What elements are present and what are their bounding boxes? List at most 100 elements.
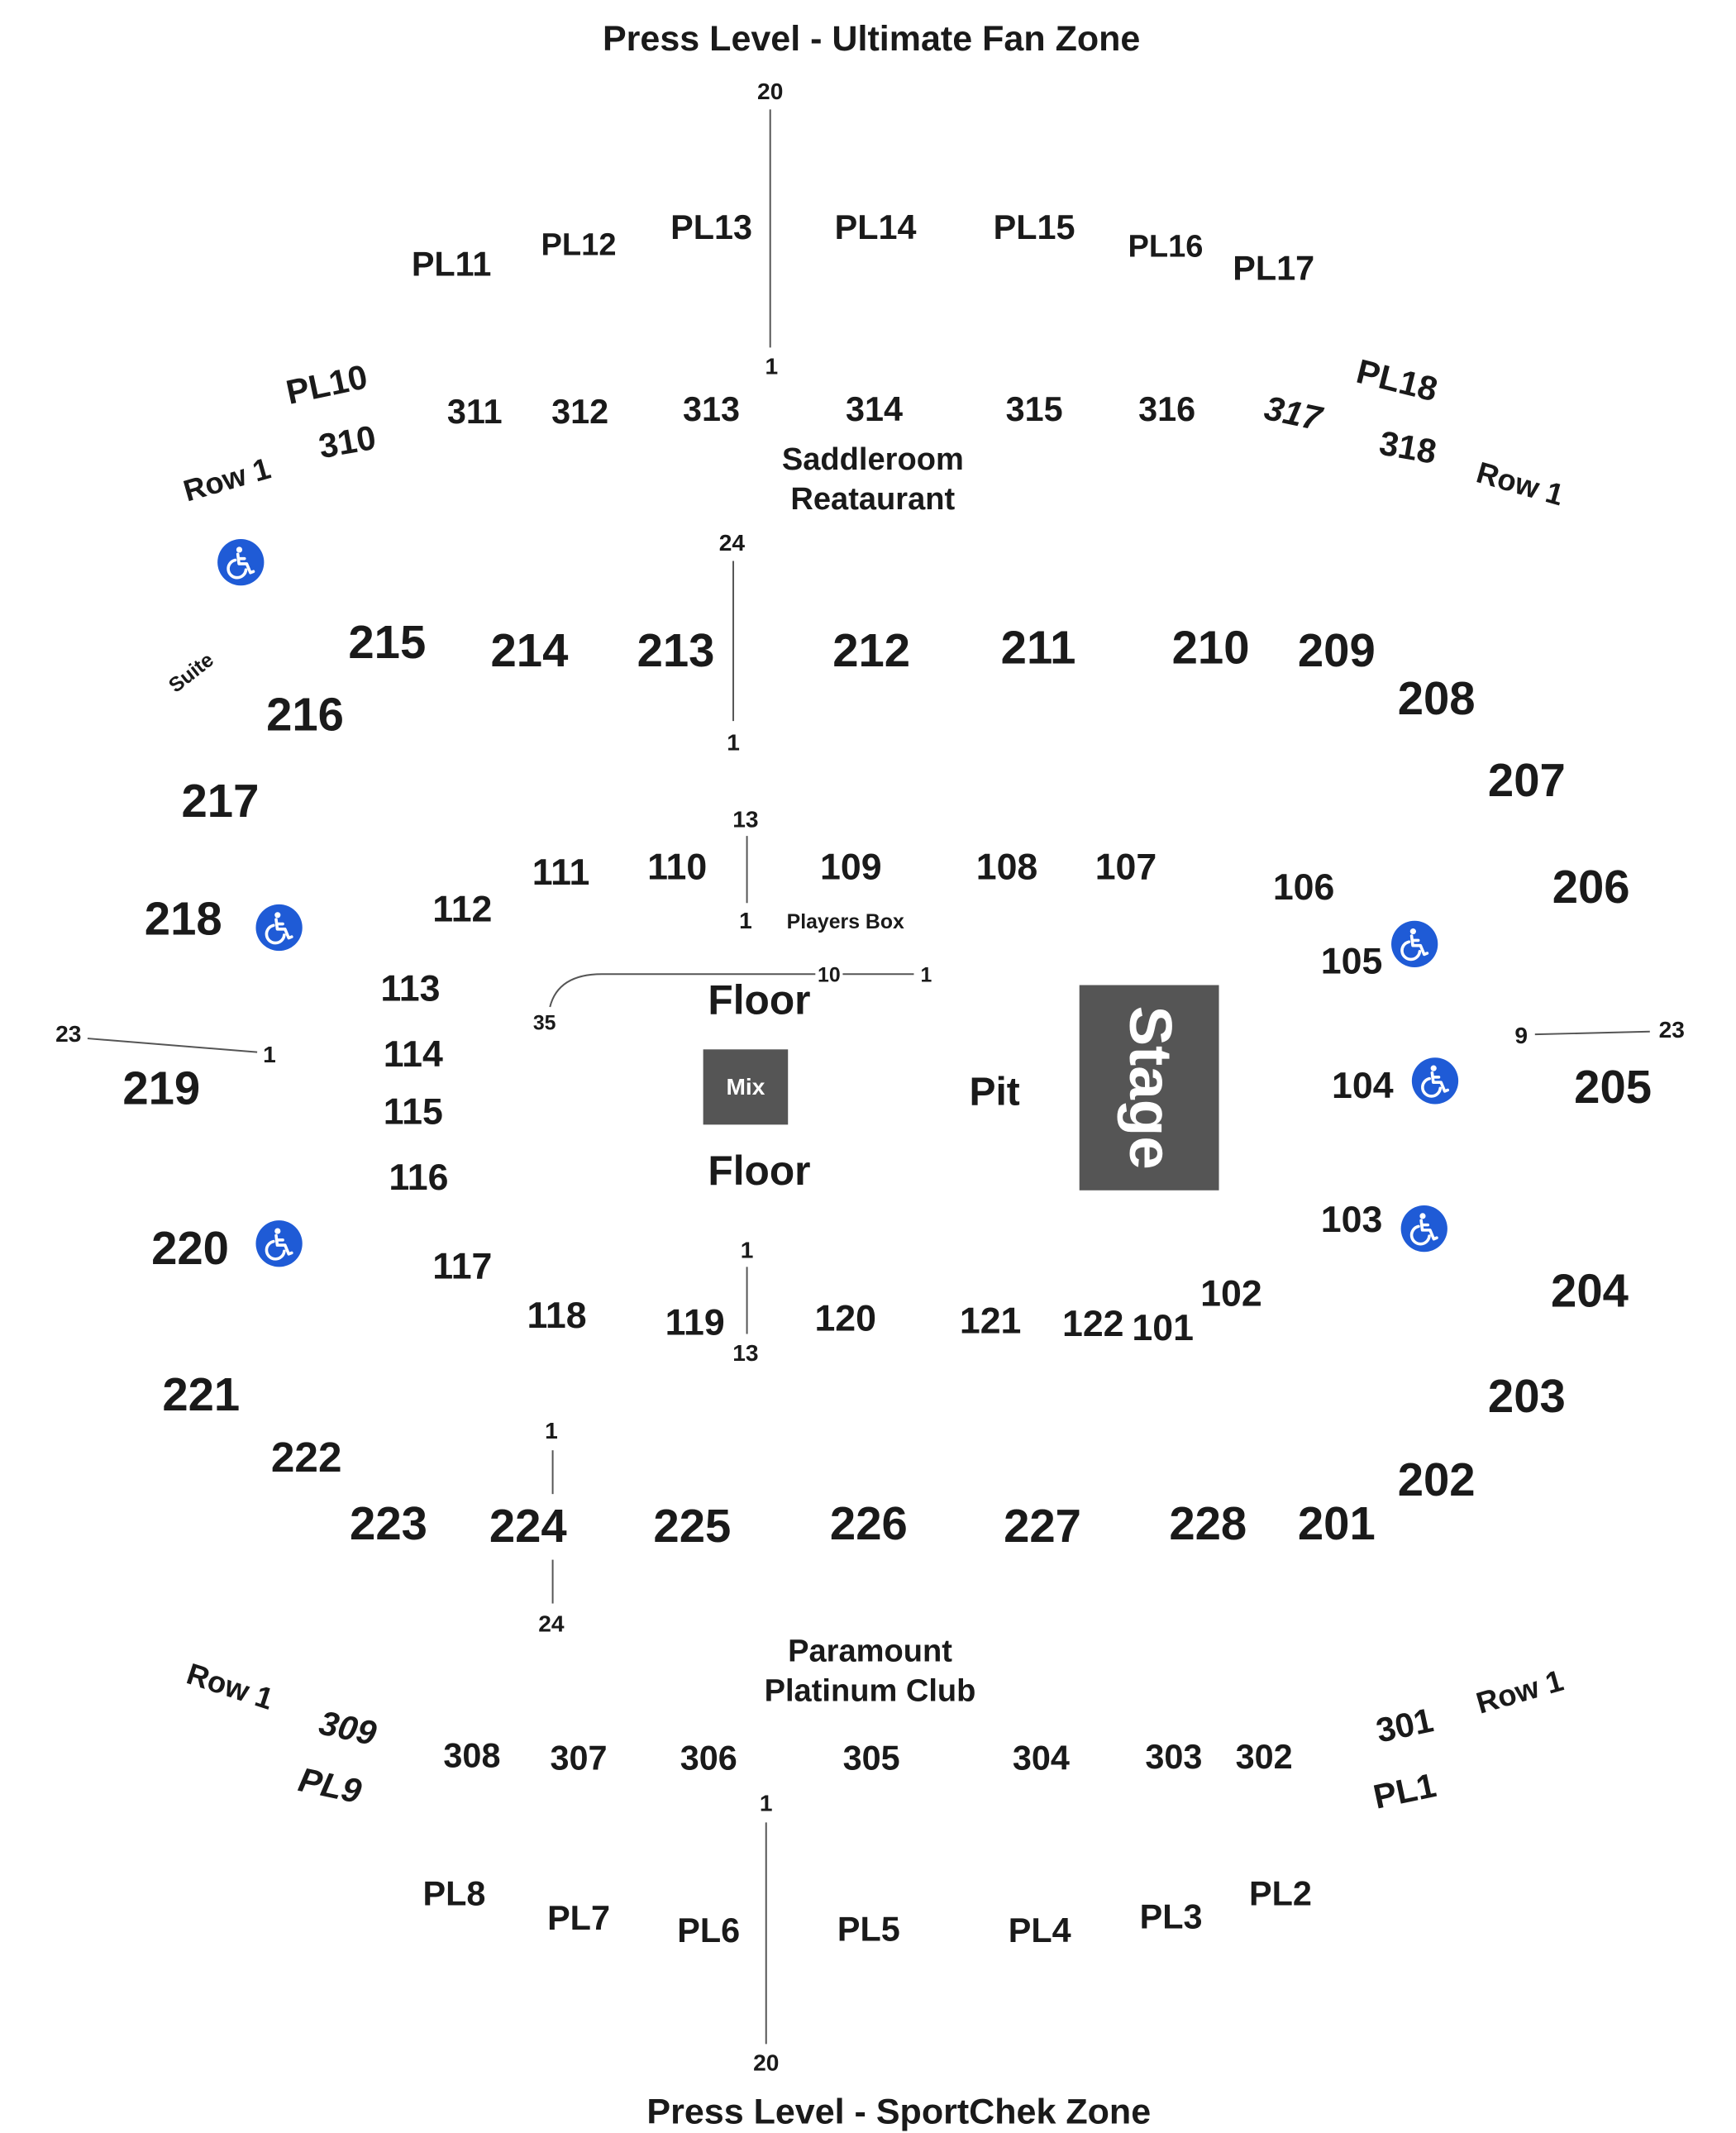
section-PL5[interactable]: PL5 bbox=[837, 1911, 900, 1949]
section-105[interactable]: 105 bbox=[1320, 940, 1383, 982]
section-PL17[interactable]: PL17 bbox=[1233, 250, 1315, 289]
players-box-label: Players Box bbox=[786, 910, 904, 934]
section-311[interactable]: 311 bbox=[446, 393, 503, 432]
section-101[interactable]: 101 bbox=[1132, 1307, 1194, 1348]
section-PL14[interactable]: PL14 bbox=[834, 208, 917, 247]
section-102[interactable]: 102 bbox=[1200, 1272, 1262, 1315]
section-PL12[interactable]: PL12 bbox=[541, 226, 617, 262]
row-number-213-1: 1 bbox=[727, 729, 740, 756]
section-121[interactable]: 121 bbox=[959, 1300, 1022, 1342]
section-117[interactable]: 117 bbox=[432, 1245, 493, 1287]
row-number-floor-1: 1 bbox=[920, 963, 932, 988]
section-214[interactable]: 214 bbox=[490, 625, 569, 678]
section-203[interactable]: 203 bbox=[1487, 1371, 1566, 1424]
title-bottom: Press Level - SportChek Zone bbox=[646, 2090, 1152, 2132]
section-312[interactable]: 312 bbox=[551, 393, 609, 432]
row-number-119-13: 13 bbox=[732, 1339, 759, 1367]
wheelchair-icon bbox=[255, 1220, 303, 1267]
section-218[interactable]: 218 bbox=[144, 893, 222, 946]
row-number-floor-10: 10 bbox=[818, 963, 841, 988]
section-222[interactable]: 222 bbox=[270, 1433, 342, 1482]
section-219[interactable]: 219 bbox=[122, 1062, 201, 1115]
section-316[interactable]: 316 bbox=[1138, 390, 1196, 429]
section-224[interactable]: 224 bbox=[489, 1501, 567, 1553]
row-number-floor-35: 35 bbox=[532, 1011, 556, 1035]
row-number-pl-top-1: 1 bbox=[765, 353, 779, 380]
section-205[interactable]: 205 bbox=[1574, 1062, 1653, 1114]
section-302[interactable]: 302 bbox=[1235, 1738, 1293, 1777]
section-PL11[interactable]: PL11 bbox=[411, 246, 492, 284]
row-number-205-23: 23 bbox=[1658, 1017, 1685, 1043]
section-226[interactable]: 226 bbox=[829, 1498, 908, 1551]
section-PL6[interactable]: PL6 bbox=[677, 1911, 741, 1951]
section-122[interactable]: 122 bbox=[1061, 1303, 1124, 1344]
section-228[interactable]: 228 bbox=[1169, 1498, 1247, 1551]
section-PL8[interactable]: PL8 bbox=[422, 1875, 486, 1914]
section-202[interactable]: 202 bbox=[1397, 1454, 1476, 1507]
stage-box: Stage bbox=[1079, 985, 1219, 1191]
guide-line-205 bbox=[1534, 1030, 1650, 1036]
section-307[interactable]: 307 bbox=[550, 1739, 608, 1778]
section-118[interactable]: 118 bbox=[527, 1295, 587, 1337]
section-PL16[interactable]: PL16 bbox=[1128, 227, 1204, 264]
section-305[interactable]: 305 bbox=[842, 1739, 900, 1778]
section-204[interactable]: 204 bbox=[1551, 1265, 1629, 1318]
section-208[interactable]: 208 bbox=[1397, 673, 1476, 726]
section-113[interactable]: 113 bbox=[380, 967, 441, 1009]
section-220[interactable]: 220 bbox=[151, 1223, 229, 1276]
section-114[interactable]: 114 bbox=[383, 1033, 443, 1075]
row-number-213-24: 24 bbox=[718, 530, 746, 556]
section-109[interactable]: 109 bbox=[820, 846, 882, 888]
section-216[interactable]: 216 bbox=[266, 690, 344, 742]
section-111[interactable]: 111 bbox=[532, 852, 590, 893]
section-PL13[interactable]: PL13 bbox=[670, 208, 753, 247]
section-PL2[interactable]: PL2 bbox=[1249, 1875, 1312, 1914]
section-221[interactable]: 221 bbox=[162, 1369, 241, 1422]
row-number-110-1: 1 bbox=[739, 908, 752, 934]
section-215[interactable]: 215 bbox=[348, 617, 427, 670]
row-number-205-9: 9 bbox=[1514, 1023, 1529, 1049]
section-106[interactable]: 106 bbox=[1272, 866, 1335, 909]
section-201[interactable]: 201 bbox=[1297, 1498, 1376, 1551]
section-314[interactable]: 314 bbox=[845, 390, 904, 429]
section-112[interactable]: 112 bbox=[432, 888, 493, 930]
section-104[interactable]: 104 bbox=[1331, 1065, 1394, 1106]
wheelchair-icon bbox=[1400, 1205, 1447, 1253]
section-304[interactable]: 304 bbox=[1012, 1739, 1070, 1778]
row-number-224-1: 1 bbox=[545, 1418, 558, 1444]
section-PL3[interactable]: PL3 bbox=[1139, 1898, 1203, 1937]
section-212[interactable]: 212 bbox=[832, 625, 911, 678]
section-206[interactable]: 206 bbox=[1552, 861, 1630, 914]
wheelchair-icon bbox=[1391, 920, 1438, 968]
section-210[interactable]: 210 bbox=[1171, 622, 1250, 675]
section-308[interactable]: 308 bbox=[443, 1736, 501, 1776]
section-108[interactable]: 108 bbox=[975, 846, 1038, 888]
section-227[interactable]: 227 bbox=[1004, 1501, 1081, 1553]
section-306[interactable]: 306 bbox=[680, 1739, 737, 1778]
section-207[interactable]: 207 bbox=[1487, 755, 1566, 808]
section-223[interactable]: 223 bbox=[350, 1498, 427, 1551]
section-PL7[interactable]: PL7 bbox=[547, 1899, 610, 1939]
section-303[interactable]: 303 bbox=[1145, 1738, 1203, 1777]
floor-bottom-label: Floor bbox=[708, 1149, 811, 1195]
section-211[interactable]: 211 bbox=[1000, 622, 1076, 675]
section-217[interactable]: 217 bbox=[181, 775, 260, 828]
section-110[interactable]: 110 bbox=[647, 846, 708, 888]
section-213[interactable]: 213 bbox=[637, 625, 715, 678]
section-313[interactable]: 313 bbox=[683, 390, 741, 429]
section-PL15[interactable]: PL15 bbox=[993, 208, 1075, 247]
row-number-224-24: 24 bbox=[538, 1610, 565, 1638]
guide-curve-floor bbox=[549, 973, 816, 1008]
section-PL4[interactable]: PL4 bbox=[1008, 1911, 1071, 1951]
section-115[interactable]: 115 bbox=[383, 1090, 443, 1133]
section-116[interactable]: 116 bbox=[389, 1157, 449, 1198]
section-120[interactable]: 120 bbox=[814, 1297, 877, 1339]
section-209[interactable]: 209 bbox=[1297, 625, 1376, 678]
section-119[interactable]: 119 bbox=[665, 1301, 725, 1343]
section-225[interactable]: 225 bbox=[653, 1501, 732, 1553]
section-103[interactable]: 103 bbox=[1320, 1199, 1383, 1241]
section-315[interactable]: 315 bbox=[1005, 390, 1063, 429]
section-107[interactable]: 107 bbox=[1095, 846, 1157, 888]
